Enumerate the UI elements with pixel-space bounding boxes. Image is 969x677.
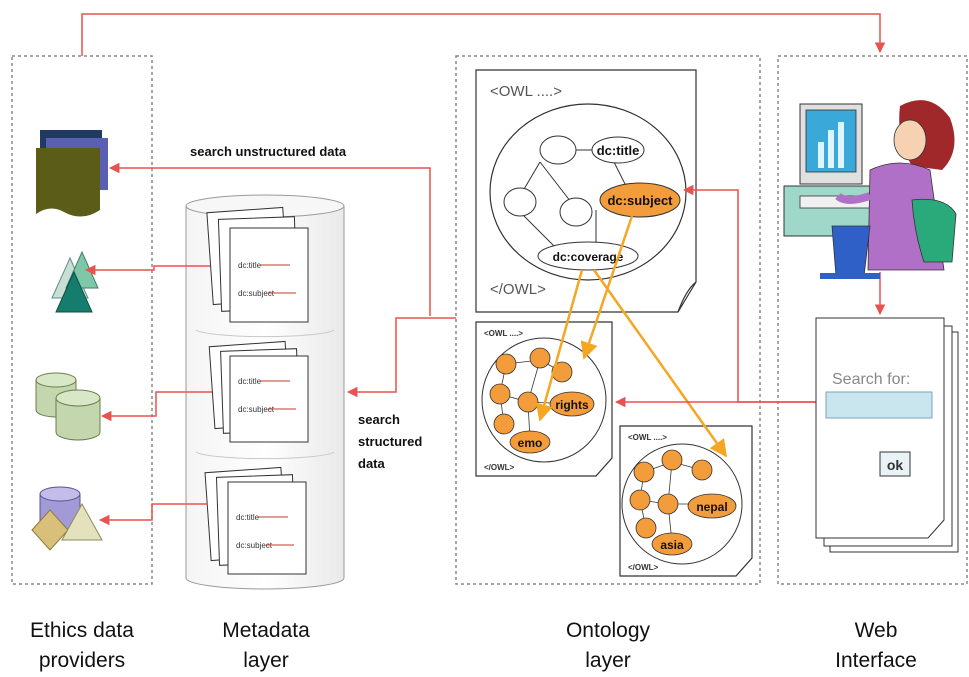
providers-layer-label: Ethics data providers: [2, 616, 162, 676]
pyramids-icon: [51, 250, 99, 313]
search-structured-label-2: structured: [358, 434, 422, 449]
ontology-layer-label-line2: layer: [585, 649, 631, 672]
web-form-pages: Search for:: [815, 317, 959, 553]
arrow-subject-to-rights: [580, 215, 634, 360]
arrow-search-unstructured: [108, 162, 431, 316]
providers-layer-label-line2: providers: [38, 649, 126, 672]
top-connector-arrow: [81, 13, 886, 56]
arrow-metadata-to-shapes: [98, 503, 208, 526]
right-ontology-document: <OWL ....> </OWL> nepal asia: [619, 425, 753, 577]
metadata-layer-label-line2: layer: [243, 649, 289, 672]
search-input[interactable]: [825, 391, 933, 419]
arrow-search-structured: [346, 317, 456, 398]
right-owl-close-tag: </OWL>: [628, 563, 659, 572]
left-ontology-document: <OWL ....> </OWL> rights emo: [475, 321, 613, 477]
metadata-doc-stack-3: dc:title dc:subject: [204, 466, 307, 575]
search-structured-label-3: data: [358, 456, 386, 471]
ontology-layer-label: Ontology layer: [528, 616, 688, 676]
metadata-title-field-1: dc:title: [238, 261, 262, 270]
ok-button-label: ok: [887, 457, 904, 473]
main-ontology-document: <OWL ....> </OWL> dc:title dc:subject dc…: [475, 69, 697, 313]
search-unstructured-label: search unstructured data: [190, 144, 347, 159]
right-owl-open-tag: <OWL ....>: [628, 433, 667, 442]
node-nepal: nepal: [696, 500, 727, 514]
left-owl-open-tag: <OWL ....>: [484, 329, 523, 338]
main-owl-open-tag: <OWL ....>: [490, 83, 562, 100]
web-layer-label: Web Interface: [796, 616, 956, 676]
left-owl-close-tag: </OWL>: [484, 463, 515, 472]
metadata-title-field-3: dc:title: [236, 513, 260, 522]
web-layer-label-line1: Web: [854, 619, 898, 642]
node-dc-title: dc:title: [597, 143, 640, 158]
ok-button[interactable]: ok: [879, 451, 911, 477]
arrow-coverage-to-emo: [535, 269, 584, 422]
web-layer-label-line2: Interface: [835, 649, 917, 672]
search-for-label: Search for:: [832, 371, 910, 388]
node-dc-coverage: dc:coverage: [553, 250, 624, 264]
web-panel: [777, 55, 968, 585]
ontology-layer-label-line1: Ontology: [565, 619, 651, 642]
metadata-layer-label-line1: Metadata: [222, 619, 310, 642]
metadata-subject-field-2: dc:subject: [238, 405, 275, 414]
node-rights: rights: [555, 398, 589, 412]
metadata-subject-field-1: dc:subject: [238, 289, 275, 298]
document-stack-icon: [36, 130, 108, 217]
metadata-doc-stack-2: dc:title dc:subject: [208, 340, 309, 443]
metadata-doc-stack-1: dc:title dc:subject: [206, 206, 309, 323]
node-emo: emo: [518, 436, 543, 450]
arrow-metadata-to-pyramids: [84, 264, 210, 276]
search-structured-label-1: search: [358, 412, 400, 427]
ontology-panel: [455, 55, 761, 585]
person-at-computer-icon: [783, 100, 957, 279]
database-icon: [35, 372, 101, 441]
providers-layer-label-line1: Ethics data: [30, 619, 134, 642]
arrow-coverage-to-asia: [592, 269, 728, 458]
mixed-shapes-icon: [31, 486, 103, 551]
arrow-metadata-to-database: [100, 391, 212, 422]
providers-panel: [11, 55, 153, 585]
metadata-title-field-2: dc:title: [238, 377, 262, 386]
node-asia: asia: [660, 538, 684, 552]
node-dc-subject: dc:subject: [607, 193, 673, 208]
metadata-subject-field-3: dc:subject: [236, 541, 273, 550]
main-owl-close-tag: </OWL>: [490, 281, 546, 298]
metadata-layer-label: Metadata layer: [186, 616, 346, 676]
